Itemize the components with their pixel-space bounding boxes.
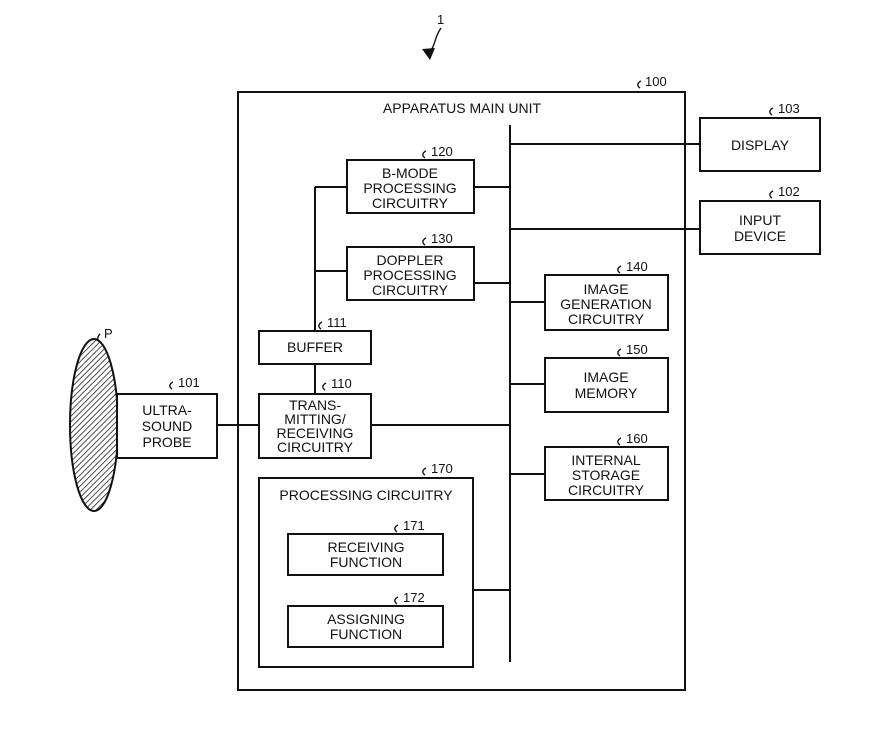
ref-number: 120 (431, 144, 453, 159)
ref-number: 130 (431, 231, 453, 246)
block-label-line: CIRCUITRY (277, 439, 354, 455)
ref-squiggle (770, 108, 773, 115)
main-unit-ref: 100 (638, 74, 667, 89)
ref-number: 102 (778, 184, 800, 199)
block-label-line: SOUND (142, 418, 193, 434)
block-label-line: INPUT (739, 212, 781, 228)
block-label-line: CIRCUITRY (568, 482, 645, 498)
block-label-line: B-MODE (382, 165, 438, 181)
ref-squiggle (638, 81, 641, 88)
ref-number: 140 (626, 259, 648, 274)
ref-squiggle (170, 382, 173, 389)
figure-reference: 1 (422, 12, 444, 60)
block-label-line: CIRCUITRY (568, 311, 645, 327)
block-label-line: ULTRA- (142, 402, 192, 418)
processing-title: PROCESSING CIRCUITRY (279, 487, 453, 503)
block-label-line: PROBE (142, 434, 191, 450)
ref-number: 111 (327, 315, 347, 330)
ref-number: 110 (331, 376, 352, 391)
block-label-line: IMAGE (583, 369, 628, 385)
subject-ellipse (70, 339, 118, 511)
block-label-line: RECEIVING (327, 539, 404, 555)
block-label-line: PROCESSING (363, 267, 456, 283)
processing-circuitry-block: PROCESSING CIRCUITRY 170 RECEIVING FUNCT… (259, 461, 473, 667)
block-label-line: FUNCTION (330, 554, 402, 570)
subject-p: P (70, 326, 118, 511)
block-label-line: PROCESSING (363, 180, 456, 196)
ref-squiggle (770, 191, 773, 198)
block-label-line: DISPLAY (731, 137, 790, 153)
block-label-line: STORAGE (572, 467, 640, 483)
block-label-line: DEVICE (734, 228, 786, 244)
block-label-line: CIRCUITRY (372, 282, 449, 298)
figure-number: 1 (437, 12, 444, 27)
ref-number: 100 (645, 74, 667, 89)
ultrasound-probe-block: ULTRA- SOUND PROBE 101 (117, 375, 217, 458)
display-block: DISPLAY 103 (700, 101, 820, 171)
ref-number: 171 (403, 518, 425, 533)
ref-number: 101 (178, 375, 200, 390)
block-label-line: CIRCUITRY (372, 195, 449, 211)
block-label-line: DOPPLER (377, 252, 444, 268)
input-device-block: INPUT DEVICE 102 (700, 184, 820, 254)
ref-number: 150 (626, 342, 648, 357)
ref-number: 103 (778, 101, 800, 116)
block-label-line: IMAGE (583, 281, 628, 297)
block-label-line: ASSIGNING (327, 611, 405, 627)
block-label-line: FUNCTION (330, 626, 402, 642)
block-label-line: BUFFER (287, 339, 343, 355)
figure-arrow-head (422, 48, 435, 60)
ref-number: 170 (431, 461, 453, 476)
block-label-line: MEMORY (575, 385, 638, 401)
subject-label: P (104, 326, 113, 341)
block-label-line: INTERNAL (571, 452, 640, 468)
block-label-line: GENERATION (560, 296, 652, 312)
ref-number: 160 (626, 431, 648, 446)
ref-number: 172 (403, 590, 425, 605)
main-unit-title: APPARATUS MAIN UNIT (383, 100, 542, 116)
